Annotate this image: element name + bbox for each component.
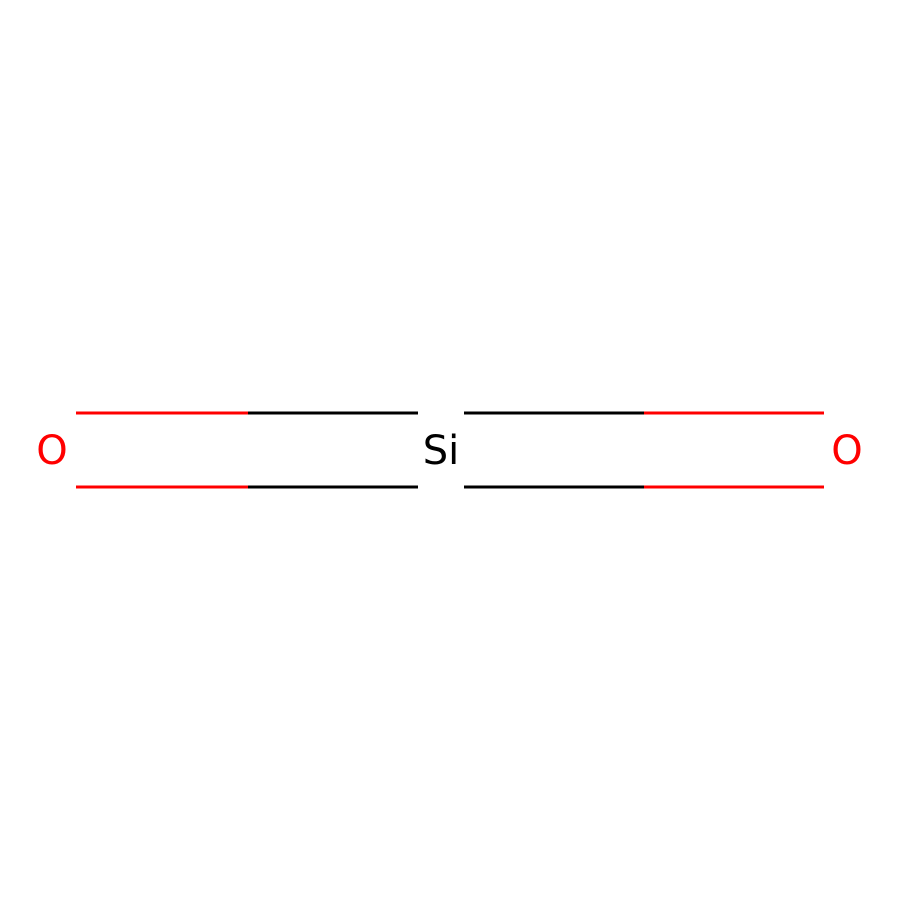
atom-oxygen-left: O bbox=[36, 428, 67, 474]
bond-o-left-si bbox=[76, 411, 418, 489]
bond-si-o-right bbox=[464, 411, 824, 489]
atom-oxygen-right: O bbox=[831, 428, 862, 474]
atom-silicon-center: Si bbox=[423, 428, 460, 474]
